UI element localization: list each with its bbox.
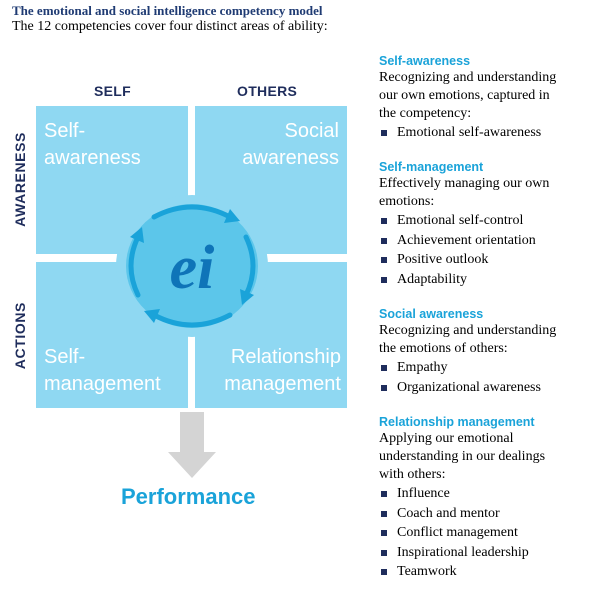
section-heading: Relationship management	[379, 415, 535, 429]
description-line: with others:	[379, 467, 446, 482]
competency-list: Emotional self-awareness	[379, 123, 594, 143]
competency-list: Empathy Organizational awareness	[379, 358, 594, 397]
section-heading: Self-management	[379, 160, 484, 174]
column-heading-others: OTHERS	[237, 83, 298, 99]
bullet-square-icon	[381, 130, 387, 136]
list-item-label: Emotional self-control	[397, 213, 524, 228]
bullet-square-icon	[381, 218, 387, 224]
quadrant-label-line: management	[44, 373, 161, 395]
section-relationship-management: Relationship management Applying our emo…	[379, 414, 594, 582]
arrowheads	[130, 209, 254, 323]
list-item-label: Coach and mentor	[397, 505, 500, 521]
list-item-label: Adaptability	[397, 271, 467, 287]
list-item-label: Influence	[397, 486, 450, 501]
bullet-square-icon	[381, 384, 387, 391]
list-item-label: Conflict management	[397, 525, 518, 541]
description-line: Recognizing and understanding	[379, 323, 557, 338]
list-item: Emotional self-control	[379, 211, 594, 231]
section-heading: Self-awareness	[379, 54, 471, 68]
list-item-label: Organizational awareness	[397, 379, 541, 395]
bullet-square-icon	[381, 510, 387, 517]
list-item-label: Empathy	[397, 360, 448, 375]
column-heading-self: SELF	[94, 83, 131, 99]
list-item: Coach and mentor	[379, 504, 594, 524]
description-line: Applying our emotional	[379, 431, 514, 446]
competency-list: Emotional self-control Achievement orien…	[379, 211, 594, 289]
description-line: our own emotions, captured in	[379, 88, 550, 103]
quadrant-label-line: management	[224, 373, 341, 395]
description-line: understanding in our dealings	[379, 449, 546, 464]
list-item-label: Positive outlook	[397, 252, 489, 268]
list-item: Empathy	[379, 358, 594, 378]
list-item: Influence	[379, 484, 594, 504]
list-item: Positive outlook	[379, 250, 594, 270]
list-item: Inspirational leadership	[379, 543, 594, 563]
page-title: The emotional and social intelligence co…	[12, 3, 323, 18]
description-line: the emotions of others:	[379, 341, 508, 356]
list-item: Adaptability	[379, 270, 594, 290]
list-item: Organizational awareness	[379, 378, 594, 398]
competency-list: Influence Coach and mentor Conflict mana…	[379, 484, 594, 582]
list-item: Teamwork	[379, 562, 594, 582]
bullet-square-icon	[381, 569, 387, 576]
ei-cycle-graphic: ei	[116, 195, 268, 337]
quadrant-label-line: Relationship	[230, 346, 341, 368]
bullet-square-icon	[381, 257, 387, 264]
quadrant-label-line: awareness	[242, 147, 339, 169]
quadrant-label-line: Self-	[44, 346, 86, 368]
list-item: Emotional self-awareness	[379, 123, 594, 143]
section-self-management: Self-management Effectively managing our…	[379, 159, 594, 289]
quadrant-label-line: awareness	[44, 147, 141, 169]
section-heading: Social awareness	[379, 307, 484, 321]
section-self-awareness: Self-awareness Recognizing and understan…	[379, 53, 594, 143]
list-item: Conflict management	[379, 523, 594, 543]
row-heading-awareness: AWARENESS	[12, 132, 28, 227]
section-description: Effectively managing our own emotions:	[379, 175, 594, 211]
down-arrow-icon	[168, 412, 216, 478]
description-line: emotions:	[379, 194, 435, 209]
bullet-square-icon	[381, 276, 387, 283]
page-subtitle: The 12 competencies cover four distinct …	[12, 19, 328, 34]
row-heading-actions: ACTIONS	[12, 302, 28, 370]
bullet-square-icon	[381, 491, 387, 497]
section-social-awareness: Social awareness Recognizing and underst…	[379, 306, 594, 397]
quadrant-self-awareness: Self- awareness	[36, 106, 188, 254]
center-circle	[126, 204, 258, 328]
quadrant-label-line: Social	[284, 120, 339, 142]
quadrant-social-awareness: Social awareness	[195, 106, 347, 254]
outcome-label: Performance	[121, 484, 256, 509]
ei-logo-text: ei	[170, 234, 215, 302]
description-line: the competency:	[379, 106, 472, 121]
quadrant-relationship-management: Relationship management	[195, 262, 347, 408]
section-description: Applying our emotional understanding in …	[379, 430, 594, 484]
section-description: Recognizing and understanding the emotio…	[379, 322, 594, 358]
section-description: Recognizing and understanding our own em…	[379, 69, 594, 123]
list-item-label: Emotional self-awareness	[397, 125, 542, 140]
cycle-arrows-icon	[128, 204, 256, 328]
bullet-square-icon	[381, 365, 387, 371]
list-item-label: Teamwork	[397, 564, 457, 580]
description-line: Effectively managing our own	[379, 176, 550, 191]
list-item-label: Inspirational leadership	[397, 544, 529, 560]
bullet-square-icon	[381, 237, 387, 244]
list-item-label: Achievement orientation	[397, 232, 536, 248]
quadrant-label-line: Self-	[44, 120, 86, 142]
bullet-square-icon	[381, 549, 387, 556]
description-line: Recognizing and understanding	[379, 70, 557, 85]
bullet-square-icon	[381, 530, 387, 537]
list-item: Achievement orientation	[379, 231, 594, 251]
